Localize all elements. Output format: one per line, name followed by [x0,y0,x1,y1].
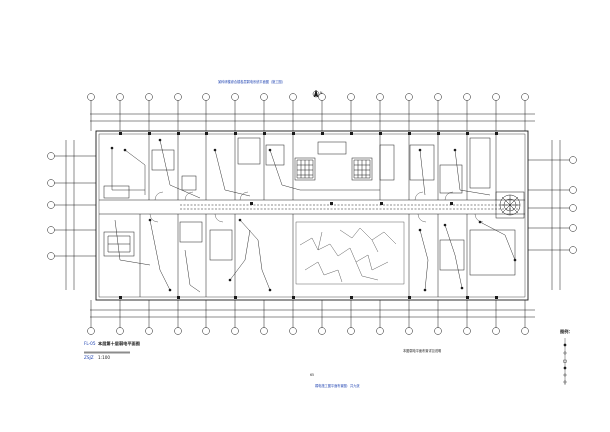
lower-rooms [139,214,516,297]
device-symbols [110,138,517,292]
center-note: 本图弱电平面布置详见说明 [403,349,442,353]
bottom-dimension-line [90,309,535,318]
bottom-axis-bubbles [87,300,529,335]
building-outline [95,130,529,301]
legend-block [563,338,567,385]
right-axis-bubbles [528,140,577,290]
north-arrow [312,89,320,98]
drawing-scale: 1:100 [98,355,111,360]
upper-rooms [103,134,497,200]
drawing-title: 本层第十层弱电平面图 [98,341,140,346]
top-note: 某科研楼综合楼各层弱电系统平面图（施工图） [218,80,285,84]
equipment-blocks [103,141,525,257]
title-code2: ZSJZ [84,355,94,360]
cable-routing [299,227,397,283]
bottom-note: 弱电施工图平面布置图：共九张 [315,384,360,388]
north-label: N [320,91,323,95]
top-axis-bubbles [87,93,529,131]
title-left-code: FL-05 [84,341,96,346]
door-swings [149,191,484,223]
left-axis-bubbles [47,140,96,290]
wiring-runs [111,139,516,293]
title-underline [84,351,130,354]
legend-title: 图例： [560,329,573,334]
central-corridor [99,199,525,215]
top-dimension-line [90,113,535,122]
page-mark: 65 [310,373,315,377]
structural-columns [119,132,498,299]
